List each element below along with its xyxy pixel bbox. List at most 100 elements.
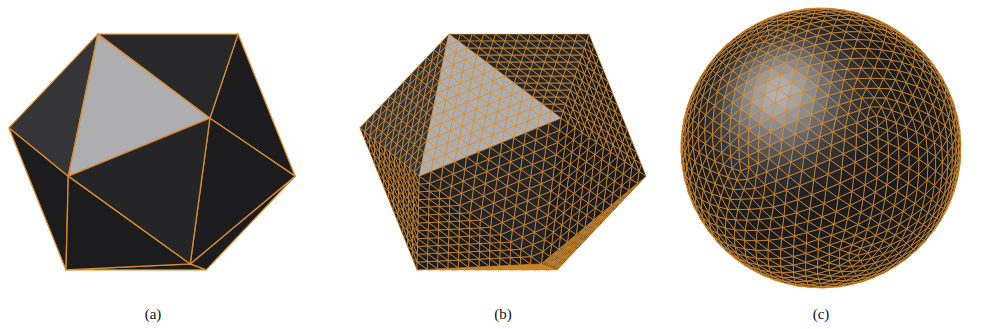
mesh-face <box>500 242 510 250</box>
mesh-face <box>480 243 490 251</box>
mesh-face <box>538 76 550 83</box>
mesh-face <box>547 83 559 90</box>
mesh-face <box>418 207 428 215</box>
mesh-face <box>521 55 533 62</box>
mesh-face <box>482 34 494 41</box>
mesh-face <box>528 34 540 41</box>
mesh-face <box>479 259 489 267</box>
mesh-face <box>783 277 795 281</box>
mesh-face <box>417 246 427 254</box>
mesh-face <box>517 69 529 76</box>
mesh-face <box>455 157 467 169</box>
mesh-face <box>439 214 449 222</box>
mesh-face <box>542 97 554 104</box>
mesh-face <box>449 237 459 245</box>
mesh-face <box>511 249 521 257</box>
mesh-face <box>478 147 490 159</box>
mesh-face <box>563 34 575 41</box>
mesh-face <box>429 199 439 207</box>
mesh-face <box>480 235 490 243</box>
mesh-face <box>489 259 499 267</box>
mesh-face <box>479 41 491 48</box>
mesh-face <box>521 257 531 265</box>
mesh-face <box>554 62 566 69</box>
mesh-face <box>514 41 526 48</box>
mesh-face <box>526 76 538 83</box>
mesh-face <box>459 237 469 245</box>
mesh-face <box>438 253 448 261</box>
mesh-face <box>510 250 520 258</box>
mesh-face <box>510 55 522 62</box>
mesh-face <box>418 223 428 231</box>
mesh-face <box>535 83 547 90</box>
mesh-face <box>427 262 437 270</box>
mesh-face <box>449 222 459 230</box>
mesh-face <box>490 258 500 266</box>
mesh-face <box>561 76 573 83</box>
mesh-face <box>448 245 458 253</box>
mesh-face <box>500 258 510 266</box>
mesh-face <box>438 238 448 246</box>
mesh-face <box>419 184 429 192</box>
mesh-face <box>778 20 789 25</box>
mesh-face <box>769 266 782 272</box>
mesh-face <box>533 55 545 62</box>
mesh-face <box>540 34 552 41</box>
mesh-face <box>559 83 571 90</box>
mesh-face <box>428 245 438 253</box>
mesh-face <box>507 62 519 69</box>
mesh-face <box>767 25 778 30</box>
mesh-face <box>500 48 512 55</box>
mesh-face <box>449 229 459 237</box>
mesh-face <box>419 183 429 191</box>
mesh-face <box>500 250 510 258</box>
mesh-face <box>459 244 469 252</box>
mesh-face <box>417 254 427 262</box>
mesh-face <box>469 260 479 268</box>
mesh-face <box>439 198 449 206</box>
mesh-face <box>789 13 802 17</box>
mesh-face <box>552 69 564 76</box>
mesh-face <box>524 48 536 55</box>
mesh-face <box>556 55 568 62</box>
mesh-face <box>480 236 490 244</box>
mesh-face <box>832 281 846 285</box>
mesh-face <box>500 250 510 258</box>
mesh-face <box>439 222 449 230</box>
mesh-face <box>428 246 438 254</box>
mesh-face <box>549 41 561 48</box>
mesh-face <box>438 230 448 238</box>
mesh-face <box>479 251 489 259</box>
mesh-face <box>573 41 585 48</box>
mesh-face <box>510 258 520 266</box>
mesh-face <box>502 138 514 150</box>
mesh-face <box>802 10 815 13</box>
mesh-face <box>549 76 561 83</box>
mesh-face <box>449 229 459 237</box>
sphere-mesh <box>681 8 961 288</box>
mesh-face <box>459 221 469 229</box>
mesh-face <box>458 34 470 41</box>
mesh-face <box>418 230 428 238</box>
mesh-face <box>542 62 554 69</box>
mesh-face <box>479 259 489 267</box>
mesh-face <box>559 48 571 55</box>
mesh-face <box>418 231 428 239</box>
mesh-face <box>526 41 538 48</box>
mesh-face <box>490 235 500 243</box>
mesh-face <box>566 62 578 69</box>
mesh-face <box>545 90 557 97</box>
mesh-face <box>459 236 469 244</box>
mesh-face <box>459 252 469 260</box>
mesh-face <box>449 221 459 229</box>
mesh-face <box>470 221 480 229</box>
mesh-face <box>521 257 531 265</box>
mesh-face <box>490 251 500 259</box>
mesh-face <box>460 221 470 229</box>
mesh-face <box>778 20 789 25</box>
mesh-face <box>418 238 428 246</box>
mesh-face <box>429 215 439 223</box>
mesh-face <box>417 262 427 270</box>
mesh-face <box>460 213 470 221</box>
mesh-face <box>552 34 564 41</box>
